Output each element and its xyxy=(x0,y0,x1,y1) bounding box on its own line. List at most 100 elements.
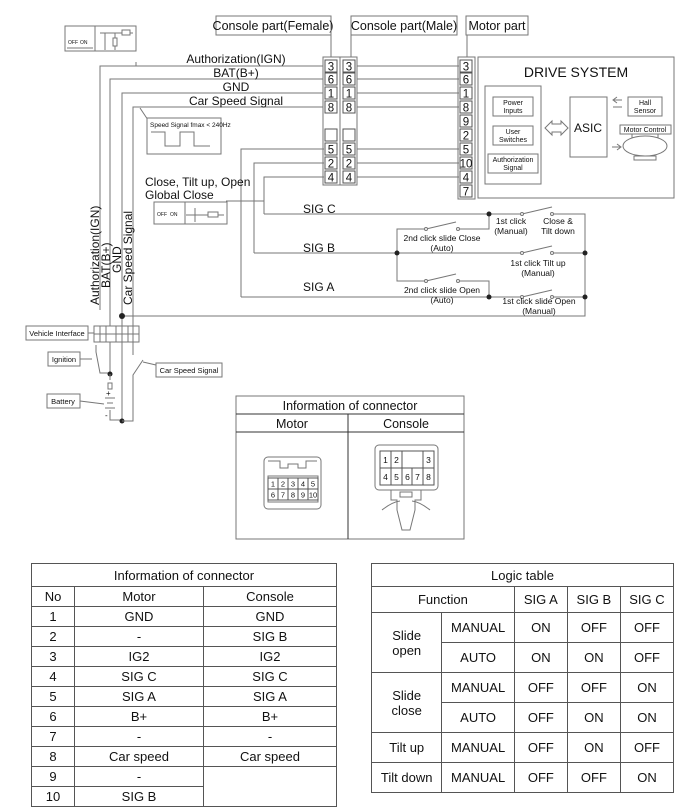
motor-face-pin-number: 2 xyxy=(281,480,285,489)
motor-pin-number: 9 xyxy=(463,117,469,129)
console-male-pin-number: 2 xyxy=(346,159,352,171)
connector-table-cell-motor: - xyxy=(74,726,204,747)
logic-table-cell-sig-b: ON xyxy=(566,732,621,763)
harness-wires xyxy=(99,62,324,420)
logic-table-cell-sig-c: OFF xyxy=(619,732,675,763)
connector-table-cell-console-empty xyxy=(203,766,337,807)
connector-table-cell-console: SIG B xyxy=(203,626,337,647)
console-face-pin-number: 8 xyxy=(426,472,431,482)
connector-table-cell-console: SIG A xyxy=(203,686,337,707)
vehicle-interface-label: Vehicle Interface xyxy=(29,329,84,338)
console-male-pin-number: 3 xyxy=(346,62,352,74)
logic-table-title: Logic table xyxy=(371,563,674,587)
bat-vertical-label: BAT(B+) xyxy=(99,243,113,288)
connector-table-cell-console: GND xyxy=(203,606,337,627)
logic-table-function: Tilt down xyxy=(370,762,443,793)
connector-table-header-no: No xyxy=(31,586,75,607)
motor-control-box xyxy=(619,124,672,135)
logic-table-cell-sig-c: ON xyxy=(619,762,675,793)
logic-table-header-sig-a: SIG A xyxy=(513,586,568,613)
console-female-pin-number: 1 xyxy=(328,89,334,101)
console-male-pin xyxy=(342,59,356,73)
on-label: ON xyxy=(170,212,178,218)
console-female-pin xyxy=(324,170,338,184)
console-male-pin xyxy=(342,156,356,170)
motor-face-pin xyxy=(307,488,319,501)
connector-table-row: 9- xyxy=(31,766,337,807)
motor-part-label-text: Motor part xyxy=(469,19,526,33)
gnd-vertical-label: GND xyxy=(110,246,124,273)
motor-pin-number: 6 xyxy=(463,75,469,87)
console-face-key xyxy=(401,450,424,469)
connector-table-cell-motor: B+ xyxy=(74,706,204,727)
console-female-pin xyxy=(324,72,338,86)
motor-face-pin-number: 4 xyxy=(301,480,305,489)
connector-table-cell-motor: SIG C xyxy=(74,666,204,687)
console-to-motor-wires xyxy=(357,65,459,178)
motor-pin xyxy=(459,128,473,142)
authorization-vertical-label: Authorization(IGN) xyxy=(88,206,102,305)
console-male-pin-number: 5 xyxy=(346,145,352,157)
sig-a-label: SIG A xyxy=(303,280,334,294)
console-female-pin xyxy=(324,100,338,114)
console-male-pin-number: 1 xyxy=(346,89,352,101)
power-inputs-box xyxy=(492,96,534,117)
signal-labels: SIG C SIG B SIG A xyxy=(303,202,336,294)
logic-table-cell-sig-c: OFF xyxy=(619,612,675,643)
first-click-manual-label: 1st click(Manual) xyxy=(494,216,528,236)
logic-table-cell-sig-a: ON xyxy=(513,612,568,643)
logic-table-header-function: Function xyxy=(371,586,515,613)
motor-pin xyxy=(459,86,473,100)
asic-box xyxy=(569,96,608,158)
motor-face-pin-number: 9 xyxy=(301,491,305,500)
motor-face-pin-number: 10 xyxy=(309,491,317,500)
speed-signal-note-text: Speed Signal fmax < 240Hz xyxy=(150,122,231,129)
connector-table-cell-no: 6 xyxy=(31,706,75,727)
car-speed-wire-label: Car Speed Signal xyxy=(189,94,283,108)
car-speed-vertical-label: Car Speed Signal xyxy=(121,211,135,305)
connector-info-console-header: Console xyxy=(383,417,429,431)
connector-table-cell-no: 2 xyxy=(31,626,75,647)
connector-table-cell-no: 1 xyxy=(31,606,75,627)
console-male-pin xyxy=(342,128,356,142)
bidirectional-arrow-icon xyxy=(544,119,569,137)
connector-info-title: Information of connector xyxy=(283,399,418,413)
logic-table-cell-sig-a: OFF xyxy=(513,762,568,793)
logic-table-function: Tilt up xyxy=(370,732,443,763)
first-click-open-label: 1st click slide Open(Manual) xyxy=(502,296,575,316)
console-female-pin xyxy=(324,142,338,156)
console-female-pin-number: 2 xyxy=(328,159,334,171)
motor-pin-number: 1 xyxy=(463,89,469,101)
connector-table-cell-no: 5 xyxy=(31,686,75,707)
connector-info-box: Information of connector Motor Console 1… xyxy=(235,395,465,540)
console-female-pin xyxy=(324,128,338,142)
asic-label: ASIC xyxy=(574,121,602,135)
logic-table: Logic table Function SIG A SIG B SIG C S… xyxy=(370,563,675,793)
logic-table-header-sig-c: SIG C xyxy=(619,586,675,613)
connector-info-motor-header: Motor xyxy=(276,417,308,431)
logic-table-cell-sig-c: OFF xyxy=(619,642,675,673)
console-face-pin-number: 4 xyxy=(383,472,388,482)
left-arrow-icon xyxy=(612,96,622,104)
console-face-pin-number: 6 xyxy=(405,472,410,482)
motor-pin-number: 3 xyxy=(463,62,469,74)
connector-table-cell-no: 9 xyxy=(31,766,75,787)
motor-face-pin-number: 8 xyxy=(291,491,295,500)
speed-signal-note: Speed Signal fmax < 240Hz xyxy=(139,107,231,155)
console-female-pin xyxy=(324,86,338,100)
console-face-pin-number: 5 xyxy=(394,472,399,482)
console-face-pin-number: 1 xyxy=(383,455,388,465)
logic-table-cell-sig-a: ON xyxy=(513,642,568,673)
close-tilt-down-label: Close &Tilt down xyxy=(541,216,575,236)
motor-face-pin-number: 5 xyxy=(311,480,315,489)
